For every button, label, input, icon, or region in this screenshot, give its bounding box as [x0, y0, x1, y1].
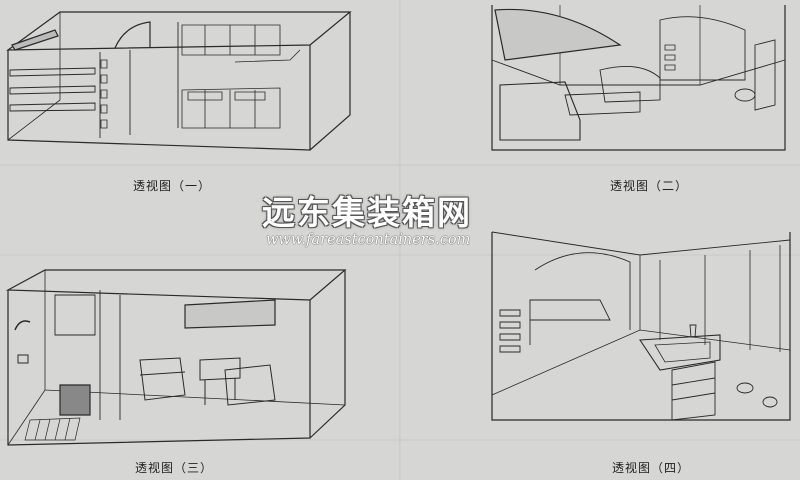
- watermark-url: www.fareastcontainers.com: [266, 232, 471, 248]
- caption-perspective-2: 透视图（二）: [610, 179, 689, 193]
- perspective-sketch-2: [491, 5, 786, 151]
- caption-perspective-4: 透视图（四）: [612, 461, 691, 475]
- perspective-sketch-3: [5, 269, 347, 446]
- watermark-brand: 远东集装箱网: [262, 193, 472, 232]
- caption-perspective-3: 透视图（三）: [135, 461, 214, 475]
- perspective-sketch-1: [6, 11, 352, 151]
- caption-perspective-1: 透视图（一）: [133, 179, 212, 193]
- perspective-sketch-4: [491, 231, 791, 421]
